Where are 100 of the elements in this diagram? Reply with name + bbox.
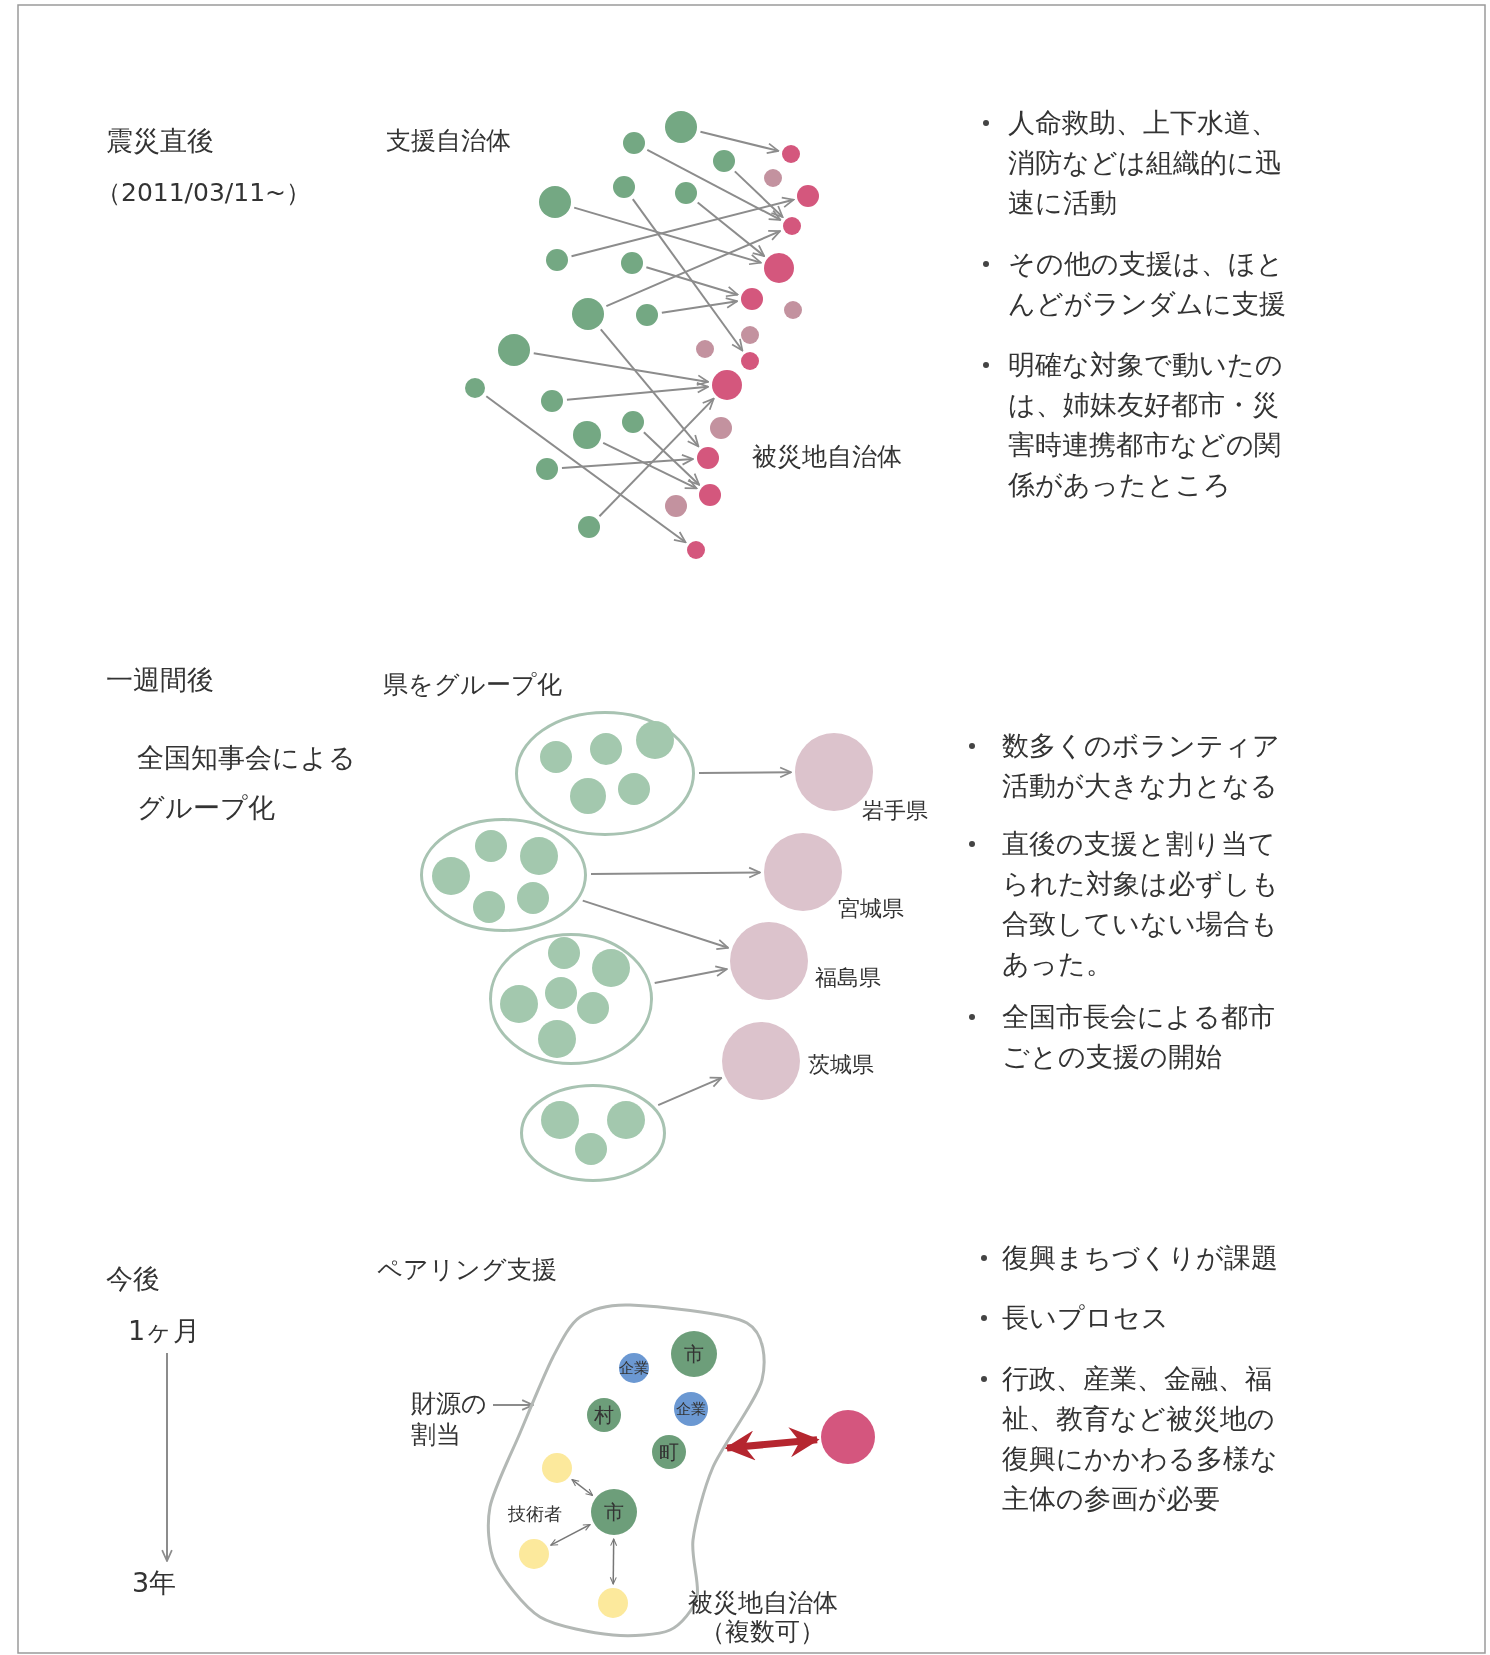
circle-label: 市 bbox=[604, 1501, 624, 1523]
bullet-text: 人命救助、上下水道、消防などは組織的に迅速に活動 bbox=[1008, 106, 1283, 220]
prefecture-label: 岩手県 bbox=[862, 798, 928, 824]
municipality-circle bbox=[652, 1435, 686, 1469]
group-label: 被災地自治体 bbox=[752, 441, 902, 473]
support-circle bbox=[541, 390, 563, 412]
member-circle bbox=[473, 891, 505, 923]
circle-label: 村 bbox=[594, 1404, 614, 1426]
member-circle bbox=[592, 949, 630, 987]
prefecture-label: 福島県 bbox=[815, 965, 881, 991]
member-circle bbox=[577, 992, 609, 1024]
support-circle bbox=[539, 186, 571, 218]
municipality-circle bbox=[591, 1489, 637, 1535]
engineer-circle bbox=[542, 1453, 572, 1483]
arrow bbox=[605, 230, 782, 308]
phase-heading: 一週間後 bbox=[106, 663, 214, 697]
prefecture-label: 茨城県 bbox=[808, 1052, 874, 1078]
member-circle bbox=[636, 721, 674, 759]
support-circle bbox=[713, 150, 735, 172]
support-circle bbox=[578, 516, 600, 538]
arrow bbox=[598, 397, 715, 518]
arrow bbox=[699, 130, 780, 154]
section-title: ペアリング支援 bbox=[377, 1254, 557, 1286]
member-circle bbox=[517, 882, 549, 914]
arrow bbox=[492, 1399, 534, 1411]
affected-circle bbox=[699, 484, 721, 506]
support-circle bbox=[613, 176, 635, 198]
group-outline bbox=[515, 711, 695, 836]
municipality-circle bbox=[587, 1398, 621, 1432]
support-circle bbox=[622, 411, 644, 433]
double-arrow bbox=[550, 1523, 591, 1546]
member-circle bbox=[520, 837, 558, 875]
support-circle bbox=[621, 252, 643, 274]
arrow bbox=[646, 149, 782, 221]
affected-circle bbox=[710, 417, 732, 439]
bullet-text: 行政、産業、金融、福祉、教育など被災地の復興にかかわる多様な主体の参画が必要 bbox=[1002, 1362, 1279, 1516]
support-circle bbox=[465, 378, 485, 398]
region-label: 被災地自治体（複数可） bbox=[686, 1588, 839, 1646]
double-arrow bbox=[609, 1538, 618, 1585]
member-circle bbox=[545, 977, 577, 1009]
support-circle bbox=[636, 304, 658, 326]
group-outline bbox=[420, 818, 587, 932]
time-text: 1ヶ月 bbox=[128, 1314, 202, 1348]
group-outline bbox=[489, 933, 653, 1065]
arrow bbox=[657, 1076, 723, 1107]
affected-circle bbox=[741, 352, 759, 370]
arrow bbox=[590, 866, 761, 879]
affected-circle bbox=[782, 145, 800, 163]
arrow bbox=[532, 352, 710, 386]
arrow bbox=[645, 266, 739, 298]
member-circle bbox=[570, 778, 606, 814]
member-circle bbox=[500, 985, 538, 1023]
bullet-text: 数多くのボランティア活動が大きな力となる bbox=[1002, 729, 1281, 803]
bullet-text: 長いプロセス bbox=[1002, 1301, 1170, 1335]
affected-circle bbox=[764, 169, 782, 187]
double-arrow bbox=[571, 1478, 594, 1497]
arrow bbox=[602, 441, 698, 490]
member-circle bbox=[590, 733, 622, 765]
support-circle bbox=[623, 132, 645, 154]
member-circle bbox=[548, 937, 580, 969]
arrow bbox=[161, 1352, 173, 1562]
support-circle bbox=[546, 249, 568, 271]
arrow bbox=[653, 965, 728, 984]
member-circle bbox=[607, 1101, 645, 1139]
municipality-circle bbox=[671, 1331, 717, 1377]
affected-circle bbox=[764, 253, 794, 283]
member-circle bbox=[540, 741, 572, 773]
circle-label: 町 bbox=[659, 1441, 679, 1463]
arrow bbox=[733, 170, 784, 218]
date-label: （2011/03/11~） bbox=[96, 177, 312, 209]
member-circle bbox=[538, 1020, 576, 1058]
double-arrow bbox=[724, 1427, 820, 1461]
affected-circle bbox=[797, 185, 819, 207]
affected-circle bbox=[783, 217, 801, 235]
circle-label: 企業 bbox=[619, 1359, 649, 1377]
arrow bbox=[696, 201, 766, 258]
engineer-circle bbox=[519, 1539, 549, 1569]
arrow bbox=[573, 206, 762, 266]
support-circle bbox=[573, 421, 601, 449]
section-title: 県をグループ化 bbox=[383, 669, 562, 701]
arrow bbox=[642, 431, 701, 486]
affected-circle bbox=[784, 301, 802, 319]
note-text: 全国知事会によるグループ化 bbox=[137, 741, 357, 825]
bullet-text: 明確な対象で動いたのは、姉妹友好都市・災害時連携都市などの関係があったところ bbox=[1008, 348, 1284, 502]
arrow bbox=[560, 454, 695, 469]
arrow bbox=[599, 328, 700, 448]
arrow bbox=[570, 196, 795, 258]
member-circle bbox=[618, 773, 650, 805]
affected-circle bbox=[665, 495, 687, 517]
circle-label: 市 bbox=[684, 1343, 704, 1365]
member-circle bbox=[475, 830, 507, 862]
group-outline bbox=[520, 1084, 666, 1182]
company-circle bbox=[619, 1353, 649, 1383]
bullet-text: 復興まちづくりが課題 bbox=[1002, 1241, 1279, 1275]
prefecture-label: 宮城県 bbox=[838, 896, 904, 922]
support-circle bbox=[675, 182, 697, 204]
support-circle bbox=[665, 111, 697, 143]
affected-circle bbox=[741, 288, 763, 310]
arrow bbox=[631, 198, 744, 352]
arrow bbox=[581, 899, 730, 950]
